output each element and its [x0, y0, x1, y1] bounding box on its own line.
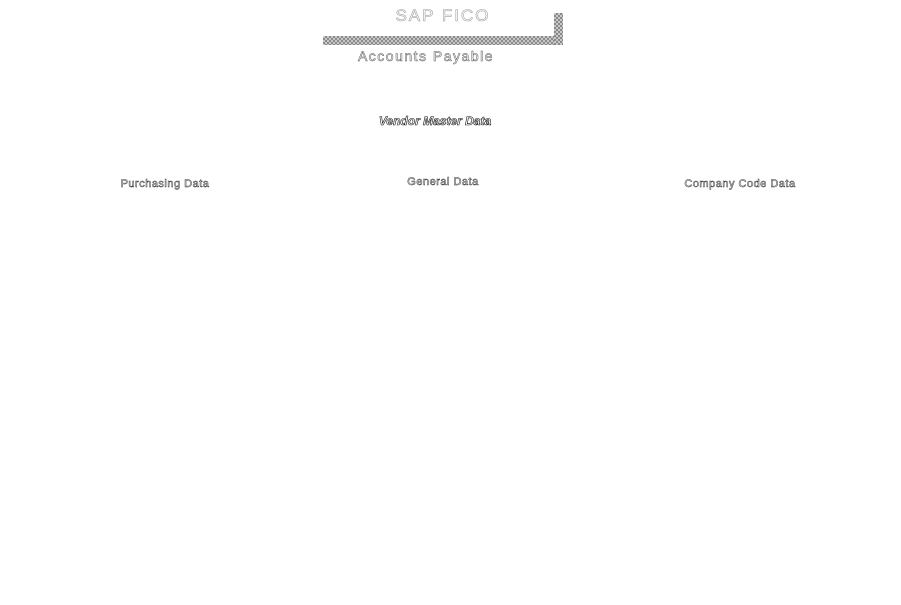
header-frame-bottom-border: [323, 36, 563, 45]
header-frame-right-border: [554, 13, 563, 45]
diagram-heading: Vendor Master Data: [378, 114, 492, 129]
category-general-data: General Data: [407, 176, 479, 189]
page-subtitle: Accounts Payable: [357, 48, 495, 65]
category-purchasing-data: Purchasing Data: [120, 178, 210, 191]
module-title: SAP FICO: [395, 6, 491, 26]
header-frame: [323, 13, 563, 45]
category-company-code-data: Company Code Data: [684, 178, 796, 191]
